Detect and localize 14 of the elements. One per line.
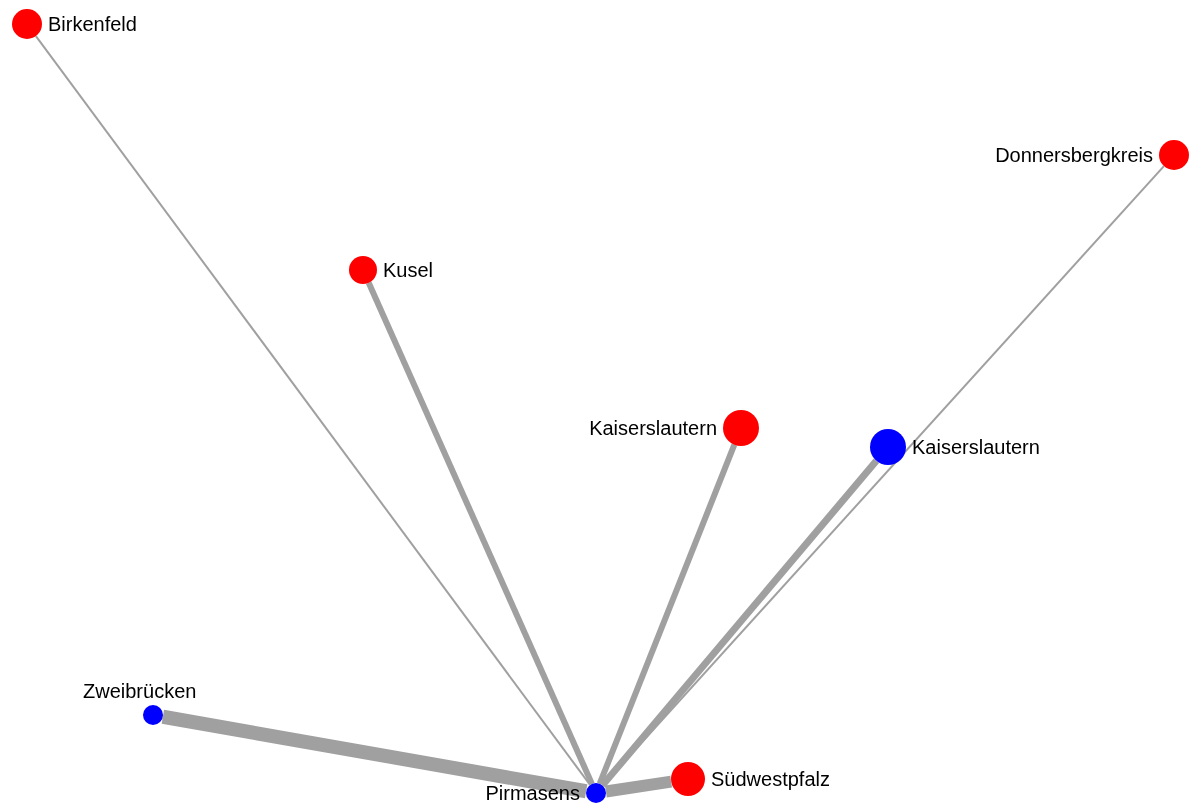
connector-line <box>599 458 880 788</box>
node-label: Zweibrücken <box>83 680 197 703</box>
connector-line <box>161 709 588 799</box>
node-label: Pirmasens <box>485 781 580 805</box>
connector-line <box>365 281 595 786</box>
node-label: Südwestpfalz <box>711 767 830 791</box>
node-label: Donnersbergkreis <box>995 143 1153 167</box>
node-label: Kusel <box>383 258 434 282</box>
connector-line <box>604 775 673 798</box>
node-label: Kaiserslautern <box>589 416 717 440</box>
node-label: Kaiserslautern <box>912 435 1040 459</box>
connector-line <box>34 35 592 786</box>
node-label: Birkenfeld <box>48 12 137 36</box>
connector-line <box>596 443 738 785</box>
